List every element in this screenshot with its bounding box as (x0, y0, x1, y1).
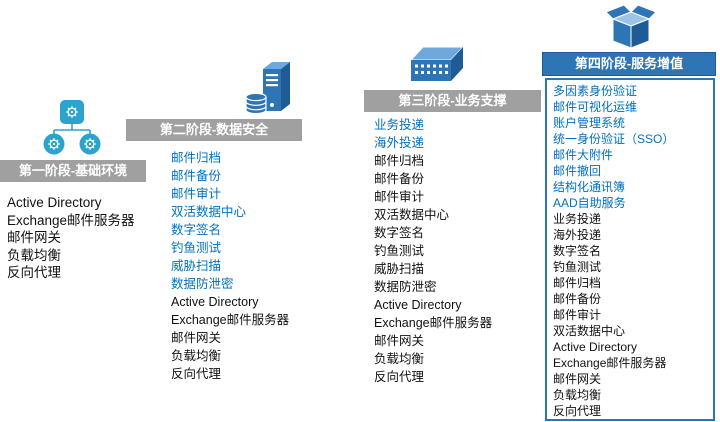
list-item: 邮件审计 (374, 190, 425, 204)
list-item: 数字签名 (171, 223, 222, 237)
list-item: 威胁扫描 (171, 259, 222, 273)
list-item: 数据防泄密 (171, 277, 234, 291)
list-item: Active Directory (553, 340, 638, 354)
list-item: 邮件备份 (374, 172, 425, 186)
server-database-icon (242, 60, 298, 123)
phase2-header: 第二阶段-数据安全 (126, 119, 302, 141)
list-item: Active Directory (171, 295, 259, 309)
list-item: 海外投递 (374, 136, 425, 150)
list-item: 统一身份验证（SSO） (553, 132, 675, 146)
list-item: 多因素身份验证 (553, 84, 638, 98)
list-item: Active Directory (374, 298, 462, 312)
phase3-header: 第三阶段-业务支撑 (364, 90, 541, 112)
list-item: 双活数据中心 (374, 208, 450, 222)
list-item: 邮件撤回 (553, 164, 602, 178)
list-item: 邮件审计 (553, 308, 602, 322)
list-item: 数字签名 (553, 244, 602, 258)
phase4-header: 第四阶段-服务增值 (542, 52, 716, 76)
list-item: 邮件归档 (374, 154, 425, 168)
phase4-items-panel: 多因素身份验证邮件可视化运维账户管理系统统一身份验证（SSO） 邮件大附件邮件撤回… (545, 78, 715, 421)
list-item: 反向代理 (7, 265, 61, 280)
list-item: 反向代理 (374, 370, 425, 384)
package-box-icon (604, 2, 658, 55)
list-item: 反向代理 (553, 404, 602, 418)
list-item: Exchange邮件服务器 (374, 316, 493, 330)
list-item: 业务投递 (553, 212, 602, 226)
list-item: 钓鱼测试 (374, 244, 425, 258)
list-item: 钓鱼测试 (553, 260, 602, 274)
phase4-item-list: 多因素身份验证邮件可视化运维账户管理系统统一身份验证（SSO） 邮件大附件邮件撤回… (547, 80, 713, 419)
list-item: Exchange邮件服务器 (553, 356, 667, 370)
list-item: Active Directory (7, 195, 102, 210)
phase1-header: 第一阶段-基础环境 (0, 160, 146, 182)
terminal-card-icon (407, 44, 465, 93)
list-item: 负载均衡 (7, 247, 61, 263)
list-item: 邮件归档 (171, 151, 222, 165)
list-item: 双活数据中心 (553, 324, 626, 338)
list-item: 邮件备份 (553, 292, 602, 306)
list-item: 邮件大附件 (553, 148, 614, 162)
phase3-item-list: 业务投递海外投递邮件归档邮件备份邮件审计双活数据中心数字签名钓鱼测试威胁扫描数据… (374, 116, 492, 386)
list-item: 负载均衡 (374, 352, 425, 366)
list-item: AAD自助服务 (553, 196, 626, 210)
phase2-item-list: 邮件归档邮件备份邮件审计双活数据中心数字签名钓鱼测试威胁扫描数据防泄密 Activ… (171, 149, 289, 383)
list-item: 邮件网关 (171, 331, 222, 345)
list-item: 邮件备份 (171, 169, 222, 183)
list-item: 海外投递 (553, 228, 602, 242)
list-item: 钓鱼测试 (171, 241, 222, 255)
list-item: 邮件归档 (553, 276, 602, 290)
list-item: 结构化通讯簿 (553, 180, 626, 194)
list-item: 数据防泄密 (374, 280, 437, 294)
list-item: 邮件网关 (7, 230, 61, 245)
list-item: 反向代理 (171, 367, 222, 381)
list-item: 威胁扫描 (374, 262, 425, 276)
list-item: Exchange邮件服务器 (7, 212, 135, 228)
list-item: 负载均衡 (553, 388, 602, 402)
list-item: 负载均衡 (171, 349, 222, 363)
list-item: 账户管理系统 (553, 116, 626, 130)
list-item: 业务投递 (374, 118, 425, 132)
list-item: 双活数据中心 (171, 205, 247, 219)
list-item: 数字签名 (374, 226, 425, 240)
list-item: Exchange邮件服务器 (171, 313, 290, 327)
list-item: 邮件审计 (171, 187, 222, 201)
gear-network-icon (43, 99, 101, 162)
list-item: 邮件可视化运维 (553, 100, 638, 114)
list-item: 邮件网关 (553, 372, 602, 386)
list-item: 邮件网关 (374, 334, 425, 348)
